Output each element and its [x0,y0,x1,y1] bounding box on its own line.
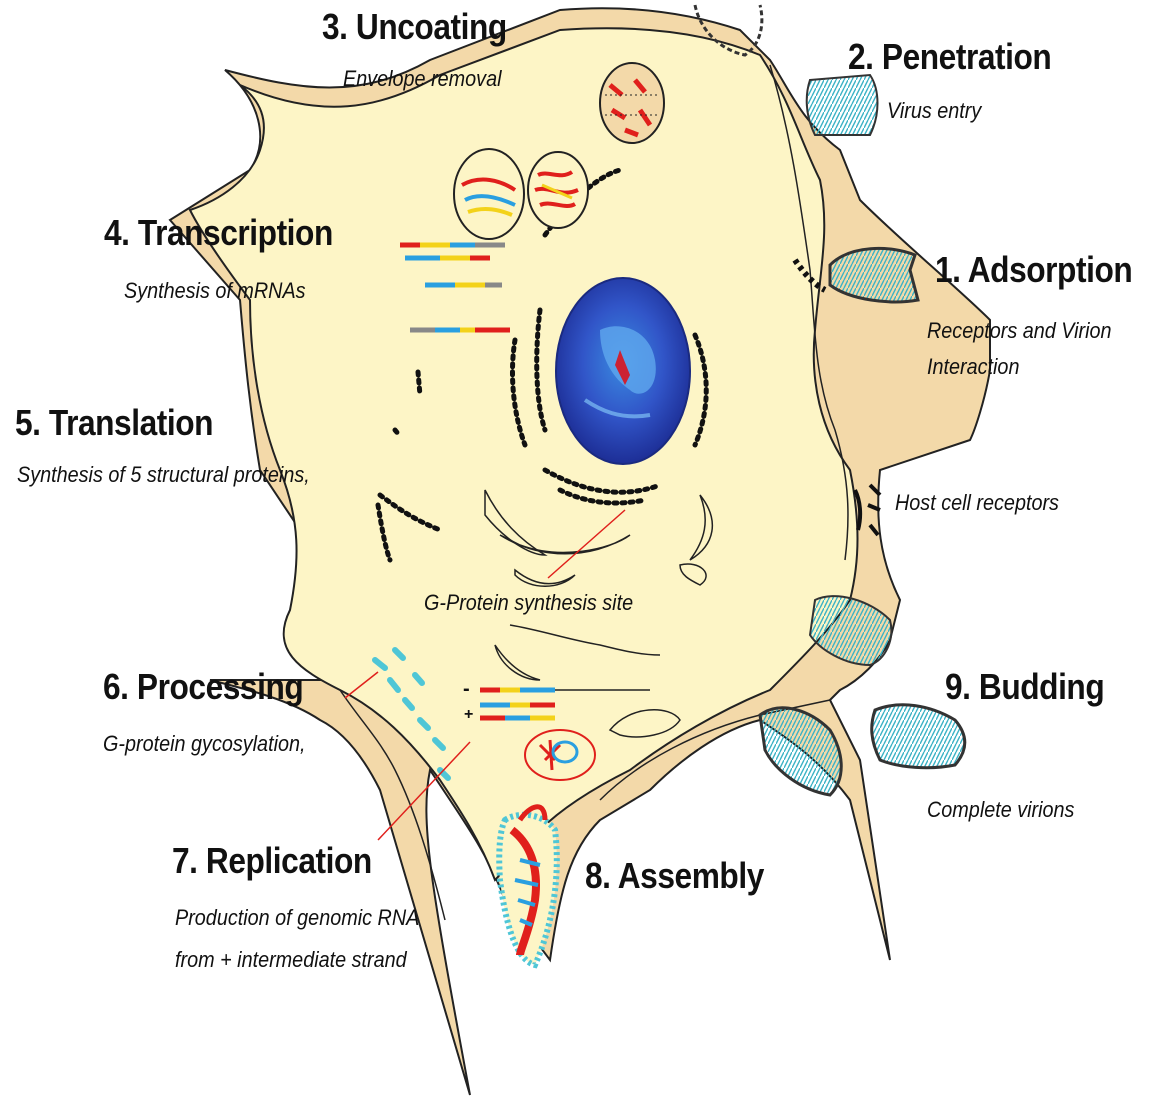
stage-desc-budding: Complete virions [927,797,1074,823]
plus-sign: + [464,706,473,724]
endosome-1 [454,149,524,239]
stage-title-replication: 7. Replication [172,840,372,882]
uncoating-capsid [600,63,664,143]
virion-complete [872,705,965,768]
stage-title-translation: 5. Translation [15,402,213,444]
stage-desc-adsorption-1: Receptors and Virion [927,318,1112,344]
virion-penetration [807,75,878,135]
stage-desc-uncoating: Envelope removal [343,66,501,92]
stage-desc-penetration: Virus entry [887,98,981,124]
annotation-host-cell-receptors: Host cell receptors [895,490,1059,516]
stage-title-penetration: 2. Penetration [848,36,1051,78]
stage-desc-replication-2: from + intermediate strand [175,947,407,973]
nucleus [556,278,690,464]
stage-desc-processing: G-protein gycosylation, [103,731,306,757]
stage-title-transcription: 4. Transcription [104,212,333,254]
endosome-2 [528,152,588,228]
stage-desc-transcription: Synthesis of mRNAs [124,278,306,304]
stage-title-processing: 6. Processing [103,666,303,708]
stage-desc-replication-1: Production of genomic RNA [175,905,419,931]
stage-title-assembly: 8. Assembly [585,855,764,897]
stage-title-uncoating: 3. Uncoating [322,6,507,48]
annotation-g-protein-site: G-Protein synthesis site [424,590,633,616]
stage-desc-adsorption-2: Interaction [927,354,1019,380]
stage-desc-translation: Synthesis of 5 structural proteins, [17,462,310,488]
minus-sign: - [463,678,470,701]
stage-title-adsorption: 1. Adsorption [935,249,1132,291]
stage-title-budding: 9. Budding [945,666,1104,708]
